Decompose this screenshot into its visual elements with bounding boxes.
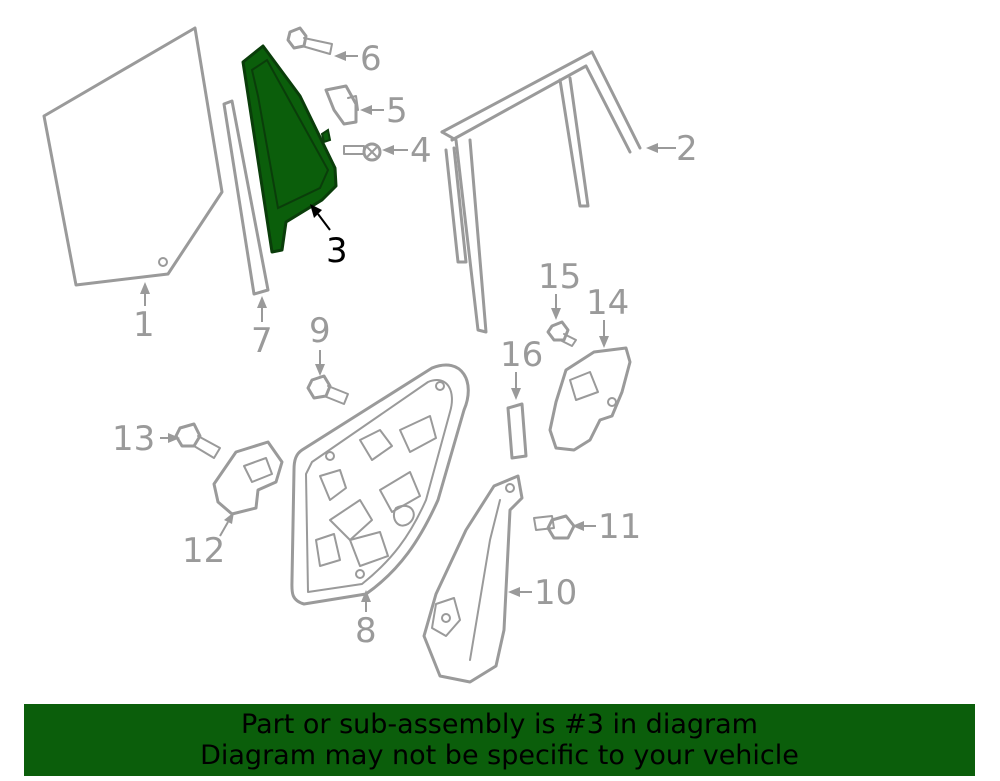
part-12-latch-bracket[interactable] (212, 440, 284, 516)
part-15-bolt[interactable] (546, 320, 577, 347)
part-2-frame-channel[interactable] (440, 50, 642, 334)
leader-lines (140, 51, 676, 612)
callout-12: 12 (182, 531, 225, 571)
part-4-screw[interactable] (343, 142, 382, 162)
callout-1: 1 (133, 305, 155, 345)
callout-16: 16 (500, 335, 543, 375)
part-10-regulator[interactable] (422, 474, 524, 684)
callout-labels: 1 2 3 4 5 6 7 8 9 10 11 12 13 14 15 16 (112, 39, 698, 651)
callout-3: 3 (326, 231, 348, 271)
callout-7: 7 (251, 321, 273, 361)
footer-line-1: Part or sub-assembly is #3 in diagram (241, 709, 758, 740)
callout-15: 15 (538, 257, 581, 297)
part-1-door-glass[interactable] (42, 26, 224, 287)
callout-5: 5 (386, 91, 408, 131)
part-6-bolt[interactable] (286, 26, 333, 55)
part-3-quarter-glass[interactable] (241, 44, 338, 254)
footer-line-2: Diagram may not be specific to your vehi… (200, 740, 799, 771)
callout-13: 13 (112, 419, 155, 459)
callout-8: 8 (355, 611, 377, 651)
part-14-latch[interactable] (548, 346, 632, 452)
part-5-clip[interactable] (324, 84, 359, 126)
callout-11: 11 (598, 507, 641, 547)
callout-2: 2 (676, 129, 698, 169)
callout-10: 10 (534, 573, 577, 613)
callout-6: 6 (360, 39, 382, 79)
parts-diagram: 1 2 3 4 5 6 7 8 9 10 11 12 13 14 15 16 (42, 26, 698, 684)
part-11-bolt[interactable] (533, 514, 576, 540)
part-7-run-strip[interactable] (222, 99, 270, 296)
footer-banner: Part or sub-assembly is #3 in diagram Di… (24, 704, 975, 776)
part-8-door-module[interactable] (290, 363, 470, 606)
callout-4: 4 (410, 131, 432, 171)
part-13-bolt[interactable] (174, 422, 221, 459)
callout-9: 9 (309, 311, 331, 351)
part-9-bolt[interactable] (306, 374, 349, 405)
callout-14: 14 (586, 283, 629, 323)
part-16-clip[interactable] (506, 402, 528, 460)
